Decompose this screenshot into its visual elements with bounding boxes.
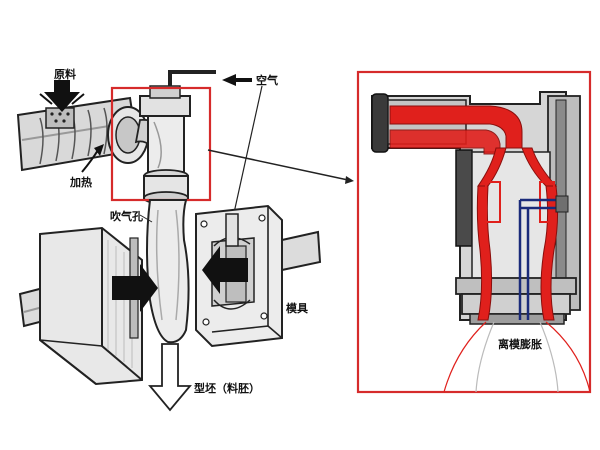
die-swell-label: 离模膨胀 — [496, 336, 544, 352]
mold-half-left — [39, 226, 143, 386]
arrow-left-icon — [222, 74, 252, 86]
heating-arrow — [81, 144, 104, 173]
connector-line — [207, 149, 349, 181]
mandrel — [518, 195, 569, 320]
parison-label: 型坯（料胚） — [194, 382, 260, 395]
arrow-down-icon — [39, 80, 85, 112]
blow-hole-leader — [139, 214, 153, 223]
air-leader-line — [231, 85, 263, 223]
die-swell-curves — [443, 321, 591, 393]
die-head — [139, 70, 216, 205]
air-label: 空气 — [256, 74, 278, 87]
arrow-left-icon — [202, 246, 248, 294]
parison — [146, 199, 190, 344]
raw-material-label: 原料 — [54, 68, 76, 81]
arrow-right-icon — [112, 264, 158, 312]
blow-hole-label: 吹气孔 — [110, 210, 143, 223]
heating-label: 加热 — [70, 176, 92, 189]
tie-bar-right — [281, 230, 322, 272]
mold-label: 模具 — [286, 302, 308, 315]
melt-flow — [389, 105, 559, 321]
arrow-down-icon — [148, 343, 192, 412]
